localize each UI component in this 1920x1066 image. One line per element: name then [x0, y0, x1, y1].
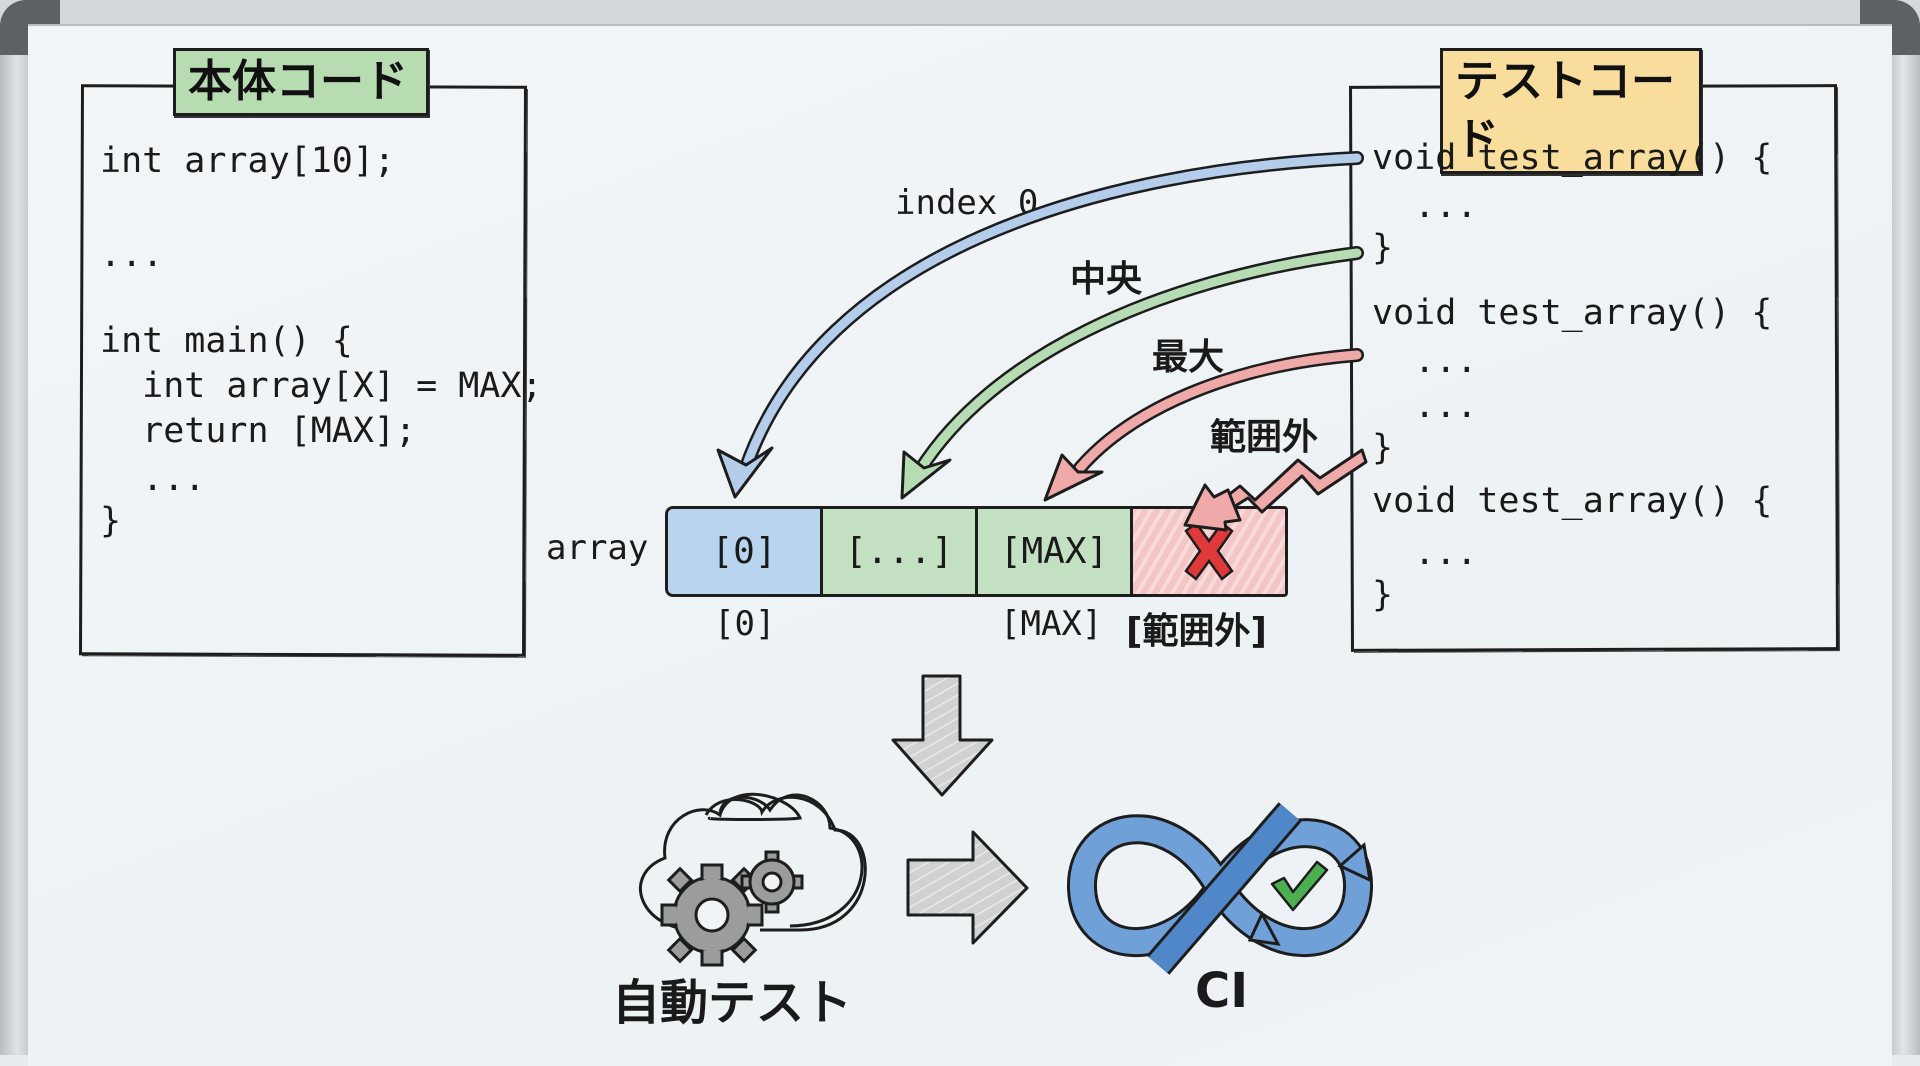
test-code-line: } [1372, 228, 1394, 268]
array-cell-first: [0] [668, 509, 823, 594]
auto-test-label: 自動テスト [612, 975, 853, 1031]
main-code-line: int array[10]; [100, 141, 396, 181]
test-code-line: ... [1372, 341, 1478, 381]
main-code-line: ... [100, 459, 206, 499]
arrow-label-index0: index 0 [895, 183, 1039, 223]
main-code-line: int array[X] = MAX; [100, 366, 543, 406]
test-code-line: ... [1372, 186, 1478, 226]
main-code-line: return [MAX]; [100, 411, 417, 451]
array-diagram: [0] [...] [MAX] [665, 506, 1288, 597]
arrow-label-middle: 中央 [1070, 259, 1143, 300]
array-cell-out-of-range [1133, 509, 1285, 594]
main-code-line: int main() { [100, 321, 353, 361]
test-code-line: ... [1372, 386, 1478, 426]
error-x-icon [1184, 520, 1234, 581]
test-code-line: } [1372, 575, 1394, 615]
frame-rail-right [1892, 55, 1920, 1055]
below-label-out-of-range: [範囲外] [1126, 611, 1267, 652]
test-code-line: void test_array() { [1372, 293, 1773, 333]
below-label-first: [0] [714, 604, 776, 644]
test-code-line: } [1372, 428, 1394, 468]
test-code-line: void test_array() { [1372, 481, 1773, 521]
ci-label: CI [1195, 963, 1249, 1019]
test-code-title: テストコード [1440, 48, 1702, 174]
below-label-max: [MAX] [1000, 604, 1103, 644]
main-code-line: } [100, 501, 122, 541]
array-cell-middle: [...] [823, 509, 978, 594]
test-code-line: void test_array() { [1372, 138, 1773, 178]
array-cell-max: [MAX] [978, 509, 1133, 594]
main-code-line: ... [100, 235, 164, 275]
test-code-line: ... [1372, 533, 1478, 573]
array-label: array [546, 528, 649, 568]
arrow-label-max: 最大 [1152, 337, 1225, 378]
frame-rail-left [0, 55, 28, 1055]
arrow-label-out-of-range: 範囲外 [1210, 417, 1319, 458]
main-code-title: 本体コード [173, 48, 429, 116]
